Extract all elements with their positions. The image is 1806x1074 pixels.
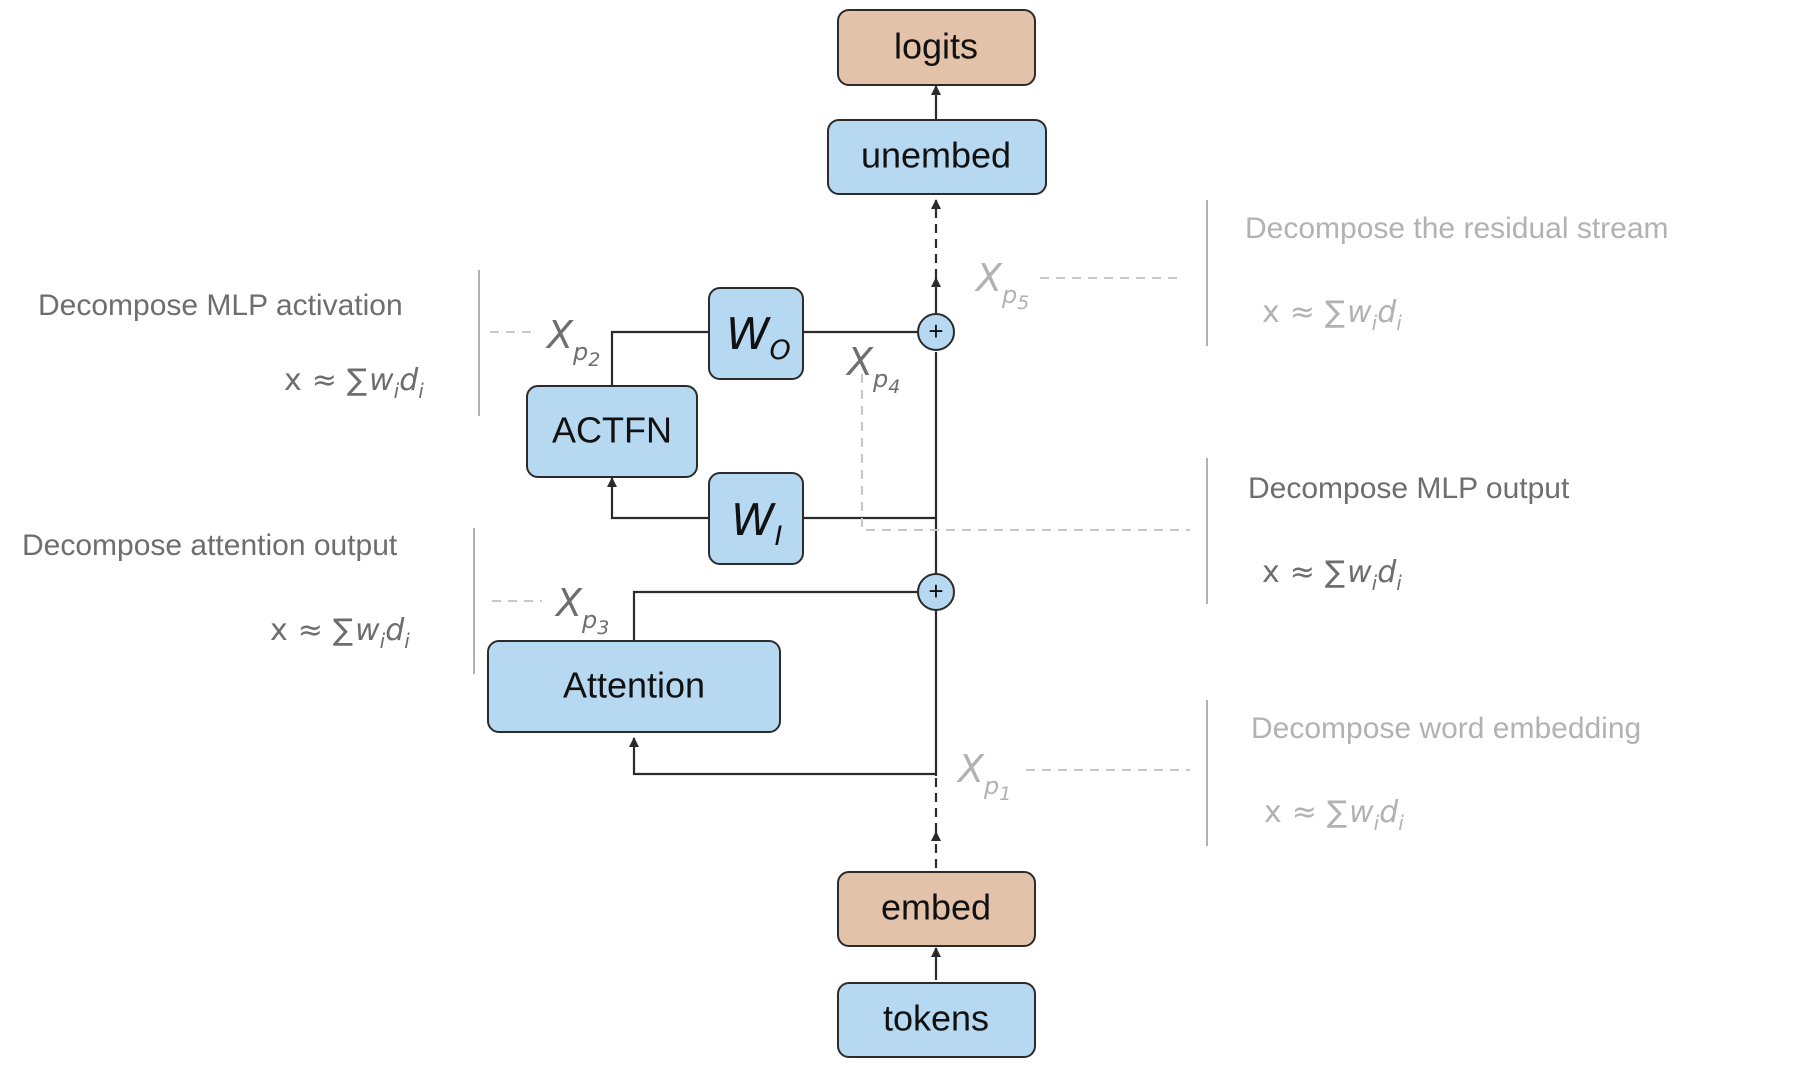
plus-icon: + — [928, 316, 943, 346]
wi-to-actfn-arrow — [607, 477, 709, 520]
wo-label: WO — [726, 309, 791, 366]
annotation-word-embedding-title: Decompose word embedding — [1251, 712, 1641, 745]
attention-label: Attention — [563, 665, 705, 706]
formula-mlp-output: x≈∑widi — [1262, 555, 1402, 595]
separator-bars — [473, 200, 1208, 846]
xp1-label: Xp1 — [956, 747, 1011, 805]
tokens-box: tokens — [837, 982, 1036, 1058]
actfn-label: ACTFN — [552, 410, 672, 451]
formula-word-embedding: x≈∑widi — [1264, 795, 1404, 835]
unembed-label: unembed — [861, 135, 1011, 176]
wi-box: WI — [708, 472, 804, 565]
p4-leader — [861, 374, 1190, 531]
annotation-residual-stream-title: Decompose the residual stream — [1245, 212, 1669, 245]
tokens-label: tokens — [883, 998, 989, 1039]
xp4-label: Xp4 — [845, 340, 900, 398]
formula-mlp-activation: x≈∑widi — [284, 363, 424, 403]
xp5-label: Xp5 — [974, 256, 1029, 314]
connectors — [607, 85, 941, 980]
actfn-to-wo-line — [610, 330, 709, 386]
attention-to-plus-line — [632, 590, 918, 641]
residual-add-node-upper: + — [917, 313, 955, 351]
formula-residual-stream: x≈∑widi — [1262, 295, 1402, 335]
wo-box: WO — [708, 287, 804, 380]
annotation-mlp-output-title: Decompose MLP output — [1248, 472, 1570, 505]
residual-add-node-lower: + — [917, 573, 955, 611]
embed-label: embed — [881, 887, 991, 928]
unembed-box: unembed — [827, 119, 1047, 195]
logits-box: logits — [837, 9, 1036, 86]
xp3-label: Xp3 — [554, 581, 609, 639]
annotation-attention-output-title: Decompose attention output — [22, 529, 398, 562]
plus-icon: + — [928, 576, 943, 606]
attention-box: Attention — [487, 640, 781, 733]
residual-to-attention-arrow — [629, 737, 936, 776]
embed-box: embed — [837, 871, 1036, 947]
actfn-box: ACTFN — [526, 385, 698, 478]
xp2-label: Xp2 — [545, 313, 600, 371]
annotation-mlp-activation-title: Decompose MLP activation — [38, 289, 403, 322]
leader-lines — [490, 277, 1190, 771]
formula-attention-output: x≈∑widi — [270, 613, 410, 653]
wi-label: WI — [731, 495, 783, 552]
logits-label: logits — [894, 26, 978, 67]
